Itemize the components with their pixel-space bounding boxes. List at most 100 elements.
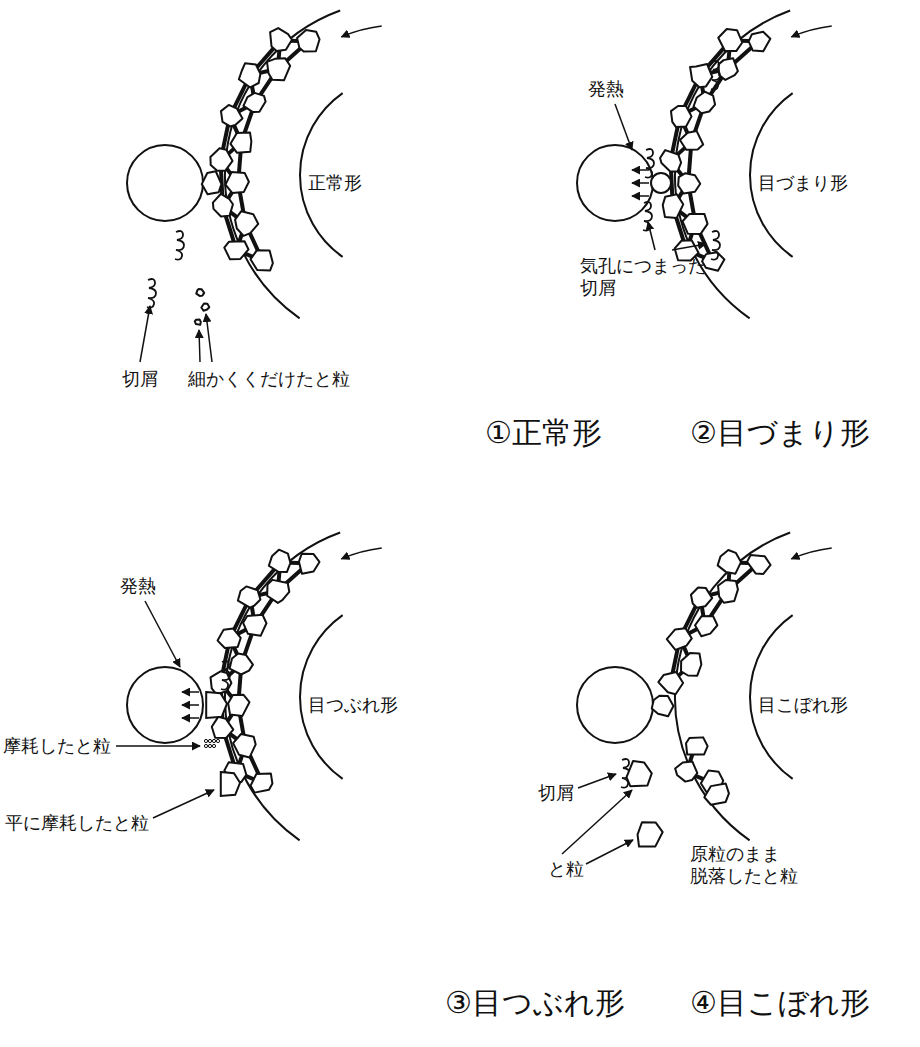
worn-debris [212, 739, 215, 742]
figure-label: 細かくくだけたと粒 [188, 368, 350, 390]
figure-label: 切屑 [538, 782, 574, 804]
panel-caption: ④目こぼれ形 [690, 985, 870, 1021]
abrasive-grain [212, 717, 234, 738]
abrasive-grain [243, 93, 265, 112]
cutting-grain [202, 171, 222, 194]
heat-arrow [182, 691, 199, 693]
abrasive-grain [230, 132, 251, 152]
wheel-outline [225, 533, 340, 841]
workpiece [127, 667, 203, 743]
abrasive-grain [667, 628, 692, 650]
abrasive-grain [250, 250, 272, 270]
wheel-panel [116, 533, 382, 841]
leader-arrow [648, 222, 655, 250]
worn-debris [204, 739, 207, 742]
heat-arrow [632, 182, 649, 184]
figure-label: と粒 [548, 858, 584, 880]
figure-label: 目つぶれ形 [308, 694, 398, 716]
leader-arrow [615, 104, 632, 150]
worn-grain [206, 692, 227, 718]
worn-debris [204, 744, 207, 747]
abrasive-grain [690, 64, 712, 87]
abrasive-grain [718, 58, 737, 80]
workpiece [577, 145, 653, 221]
abrasive-grain [230, 653, 253, 674]
abrasive-grain [718, 29, 742, 51]
heat-arrow [182, 704, 199, 706]
abrasive-grain [691, 588, 712, 608]
abrasive-grain [267, 580, 289, 603]
abrasive-grain [233, 734, 256, 757]
figure-label: 平に摩耗したと粒 [5, 812, 149, 834]
loose-grain [704, 784, 729, 805]
abrasive-grain [718, 580, 738, 603]
chip [221, 661, 230, 690]
figure-label: 目づまり形 [758, 172, 848, 194]
fragment [196, 289, 204, 296]
rotation-arrow [791, 548, 831, 559]
wheel-outline [225, 11, 340, 319]
abrasive-grain [680, 131, 703, 150]
abrasive-grain [682, 214, 707, 234]
rotation-arrow [341, 548, 381, 559]
chip [175, 231, 184, 260]
workpiece [127, 145, 203, 221]
figure-label: 正常形 [308, 172, 362, 194]
panel-caption: ①正常形 [485, 415, 602, 451]
workpiece [577, 667, 653, 743]
worn-debris [216, 739, 219, 742]
leader-arrow [206, 314, 212, 362]
abrasive-grain [270, 28, 292, 51]
figure-label: 発熱 [120, 575, 156, 597]
abrasive-grain [225, 172, 248, 193]
worn-debris [208, 739, 211, 742]
abrasive-grain [239, 63, 261, 87]
figure-label: 目こぼれ形 [758, 694, 848, 716]
wheel-panel [577, 11, 832, 319]
abrasive-grain [675, 761, 697, 781]
abrasive-grain [663, 194, 683, 218]
figure-label: 摩耗したと粒 [3, 735, 111, 757]
heat-arrow [632, 195, 649, 197]
abrasive-grain [235, 211, 258, 236]
abrasive-grain [695, 616, 717, 636]
abrasive-grain [251, 774, 273, 793]
abrasive-grain [243, 615, 266, 636]
leader-arrow [116, 745, 200, 747]
heat-arrow [182, 717, 199, 719]
wheel-outline [675, 533, 790, 841]
abrasive-grain [694, 92, 716, 114]
figure-label: 発熱 [588, 78, 624, 100]
figure-label: 切屑 [122, 368, 158, 390]
chip [711, 61, 720, 90]
loose-grain [627, 761, 652, 786]
abrasive-grain [299, 554, 320, 574]
abrasive-grain [210, 148, 232, 170]
abrasive-grain [267, 58, 290, 80]
leader-arrow [199, 330, 200, 362]
panel-caption: ②目づまり形 [690, 415, 870, 451]
fragment [201, 303, 209, 310]
leader-arrow [578, 774, 616, 788]
leader-arrow [153, 790, 214, 818]
abrasive-grain [213, 194, 233, 217]
leader-arrow [586, 840, 633, 864]
abrasive-grain [269, 550, 291, 572]
abrasive-grain [660, 150, 681, 171]
chip [643, 202, 652, 231]
chip [711, 231, 720, 260]
abrasive-grain [718, 550, 741, 574]
abrasive-grain [686, 737, 708, 754]
abrasive-grain [747, 555, 771, 574]
abrasive-grain [297, 30, 320, 51]
abrasive-grain [228, 695, 249, 716]
abrasive-grain [678, 173, 700, 193]
abrasive-grain [681, 653, 701, 676]
rotation-arrow [791, 26, 831, 37]
fragment [195, 320, 201, 325]
abrasive-grain [224, 241, 248, 259]
wheel-panel [127, 11, 382, 362]
worn-debris [212, 744, 215, 747]
abrasive-grain [749, 32, 771, 52]
